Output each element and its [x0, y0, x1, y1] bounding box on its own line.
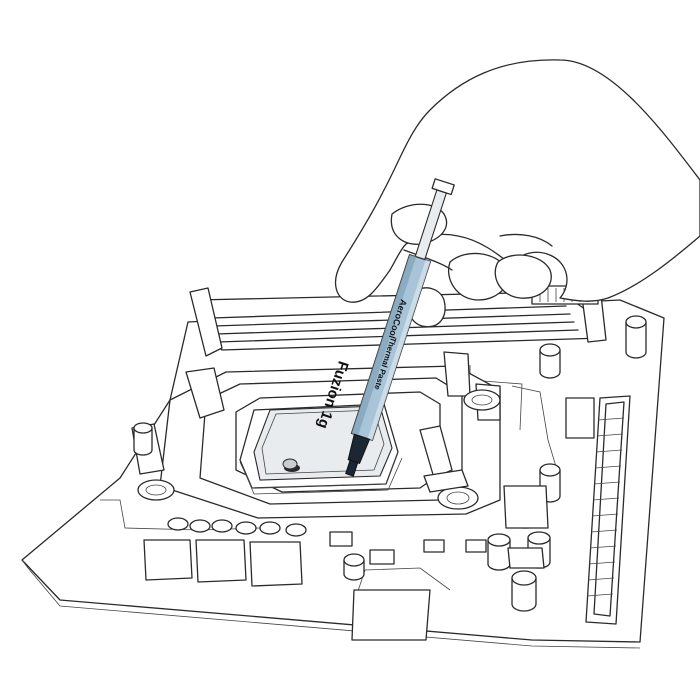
- retention-lever: [419, 425, 453, 479]
- small-chips: [329, 531, 487, 641]
- mounting-hole-left: [137, 479, 175, 501]
- syringe-tip: [347, 433, 371, 464]
- chokes: [143, 485, 549, 587]
- capacitor-row: [167, 517, 307, 537]
- syringe: [345, 178, 455, 477]
- pcie-slot: [565, 395, 631, 625]
- capacitors: [133, 315, 647, 641]
- ram-latch-left: [189, 287, 223, 357]
- finger-ring: [494, 254, 552, 299]
- hand: [334, 59, 700, 328]
- paste-extrusion: [282, 458, 298, 470]
